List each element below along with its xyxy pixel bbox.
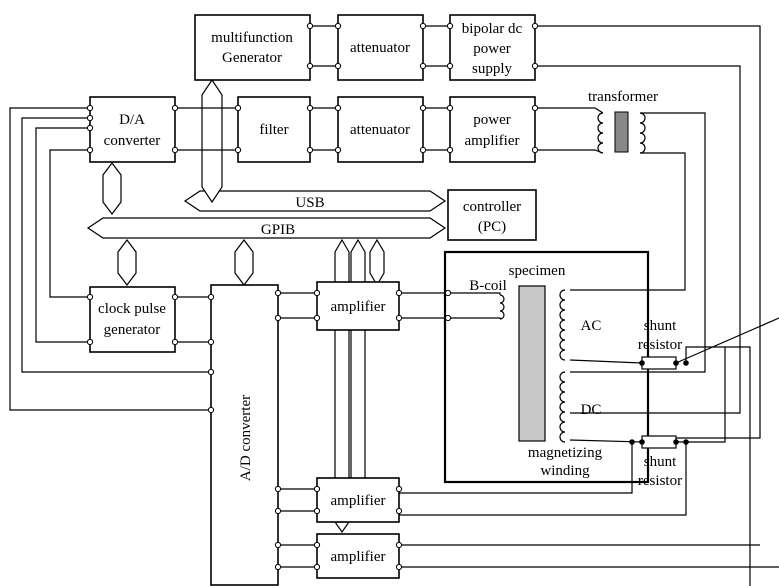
transformer-label: transformer xyxy=(588,89,658,105)
da-converter-box xyxy=(89,96,176,163)
transformer-secondary-coil xyxy=(639,112,646,154)
da-converter-label-1: D/A xyxy=(119,112,145,128)
gpib-bus xyxy=(86,217,447,239)
controller-box xyxy=(447,189,537,241)
da-gpib-link xyxy=(102,162,122,215)
dc-winding xyxy=(559,371,566,443)
gpib-label: GPIB xyxy=(261,222,295,238)
power-amplifier-box xyxy=(449,96,536,163)
magnetizing-label-2: winding xyxy=(540,463,590,479)
bipolar-supply-label-2: power xyxy=(473,41,511,57)
shunt-1-label-1: shunt xyxy=(644,318,677,334)
attenuator-top-label: attenuator xyxy=(350,40,410,56)
clock-pulse-label-1: clock pulse xyxy=(98,301,166,317)
attenuator-mid-label: attenuator xyxy=(350,122,410,138)
bipolar-supply-box xyxy=(449,14,536,81)
multifunction-generator-label-2: Generator xyxy=(222,50,282,66)
gpib-clock-link xyxy=(117,239,137,286)
bcoil-winding xyxy=(499,294,505,320)
wiring xyxy=(9,25,779,586)
shunt-resistor-2 xyxy=(641,435,677,449)
gpib-ad-link xyxy=(234,239,254,286)
ad-converter-box xyxy=(210,284,279,586)
multifunction-generator-label-1: multifunction xyxy=(211,30,293,46)
magnetizing-label-1: magnetizing xyxy=(528,445,603,461)
ac-label: AC xyxy=(581,318,602,334)
specimen-label: specimen xyxy=(509,263,566,279)
dc-label: DC xyxy=(581,402,602,418)
power-amplifier-label-1: power xyxy=(473,112,511,128)
transformer-core xyxy=(614,111,629,153)
amp-link-arrow xyxy=(333,521,351,534)
amplifier-2-label: amplifier xyxy=(331,493,386,509)
generator-usb-link xyxy=(201,78,223,204)
terminals xyxy=(86,22,689,571)
gpib-amp-bus-1 xyxy=(334,238,350,492)
usb-label: USB xyxy=(295,195,324,211)
shunt-1-label-2: resistor xyxy=(638,337,682,353)
attenuator-mid-box xyxy=(337,96,424,163)
amplifier-1-box xyxy=(316,281,400,331)
power-amplifier-label-2: amplifier xyxy=(465,133,520,149)
usb-bus xyxy=(183,190,447,212)
gpib-amp-bus-2 xyxy=(350,238,366,492)
filter-box xyxy=(237,96,311,163)
multifunction-generator-box xyxy=(194,14,311,81)
shunt-2-label-2: resistor xyxy=(638,473,682,489)
da-converter-label-2: converter xyxy=(104,133,161,149)
ac-winding xyxy=(559,289,566,361)
bcoil-label: B-coil xyxy=(469,278,507,294)
gpib-amp-bus-3 xyxy=(369,238,385,287)
attenuator-top-box xyxy=(337,14,424,81)
clock-pulse-label-2: generator xyxy=(104,322,161,338)
amplifier-3-label: amplifier xyxy=(331,549,386,565)
controller-label-2: (PC) xyxy=(478,219,506,235)
bipolar-supply-label-3: supply xyxy=(472,61,513,77)
clock-pulse-generator-box xyxy=(89,286,176,353)
amplifier-1-label: amplifier xyxy=(331,299,386,315)
filter-label: filter xyxy=(259,122,288,138)
controller-label-1: controller xyxy=(463,199,521,215)
transformer-primary-coil xyxy=(597,112,604,154)
bipolar-supply-label-1: bipolar dc xyxy=(462,21,523,37)
amplifier-3-box xyxy=(316,533,400,579)
specimen-bar xyxy=(518,285,546,442)
ad-converter-label: A/D converter xyxy=(238,395,254,481)
shunt-2-label-1: shunt xyxy=(644,454,677,470)
shunt-resistor-1 xyxy=(641,356,677,370)
amplifier-2-box xyxy=(316,477,400,523)
